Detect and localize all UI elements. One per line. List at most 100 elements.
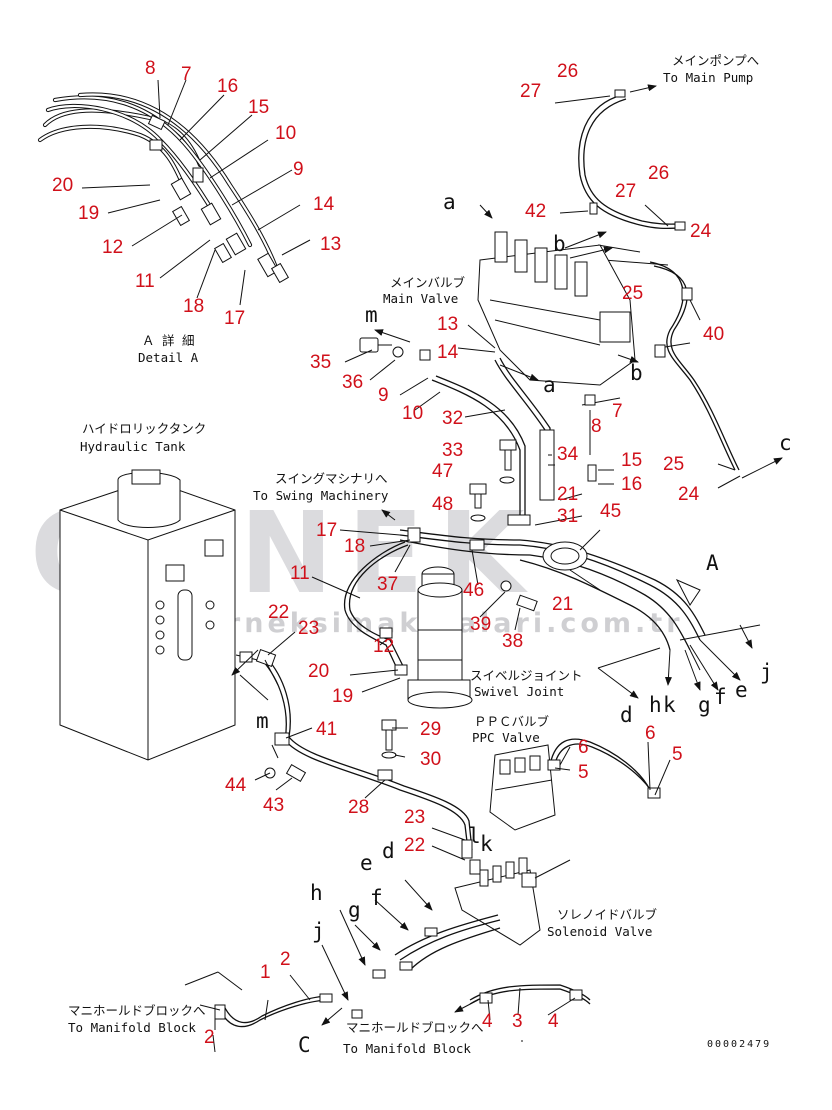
callout: 17: [316, 520, 337, 541]
label-manifold-jp-left: マニホールドブロックへ: [68, 1003, 206, 1018]
callout: 34: [557, 444, 579, 465]
callout: 41: [316, 719, 337, 740]
port-letter: m: [256, 709, 269, 733]
callout: 31: [557, 506, 578, 527]
port-letter: f: [714, 685, 727, 709]
callout: 45: [600, 501, 621, 522]
callout: 30: [420, 749, 441, 770]
callout: 26: [557, 61, 578, 82]
ppc-valve: [489, 738, 661, 831]
port-letter: l: [468, 824, 481, 848]
label-swing-en: To Swing Machinery: [253, 488, 389, 503]
label-ppc-en: PPC Valve: [472, 730, 540, 745]
callout: 6: [645, 723, 656, 744]
port-letter: a: [443, 190, 456, 214]
main-valve: [477, 204, 639, 485]
callout: 6: [578, 737, 589, 758]
callout: 38: [502, 631, 523, 652]
label-main-pump-jp: メインポンプへ: [672, 53, 759, 68]
detail-a-drawing: [37, 79, 311, 306]
callout: 3: [512, 1011, 523, 1032]
callout: 7: [181, 64, 192, 85]
leader-lines: [214, 324, 671, 1030]
drawing-number: 00002479: [707, 1039, 771, 1050]
callout: 15: [621, 450, 642, 471]
label-detail-a-jp: Ａ 詳 細: [142, 333, 195, 348]
callout: 22: [404, 835, 425, 856]
callout: 5: [672, 744, 683, 765]
callout: 7: [612, 401, 623, 422]
label-detail-a-en: Detail A: [138, 350, 199, 365]
text-labels: Ａ 詳 細 Detail A メインポンプへ To Main Pump メインバ…: [68, 53, 771, 1056]
callout: 23: [298, 618, 319, 639]
label-tank-jp: ハイドロリックタンク: [82, 421, 206, 436]
callout: 10: [402, 403, 423, 424]
callout: 29: [420, 719, 441, 740]
label-swing-jp: スイングマシナリへ: [275, 471, 388, 486]
port-letter: a: [543, 373, 556, 397]
port-letter: g: [348, 898, 361, 922]
callout: 39: [470, 614, 491, 635]
callout: 27: [615, 181, 636, 202]
callout: 14: [437, 342, 459, 363]
port-letter: b: [553, 232, 566, 256]
callout: 24: [690, 221, 712, 242]
callout: 16: [217, 76, 238, 97]
centre-hoses: [344, 375, 761, 699]
callout: 47: [432, 461, 453, 482]
callout: 20: [308, 661, 329, 682]
port-letter: k: [480, 832, 493, 856]
label-manifold-en-left: To Manifold Block: [68, 1020, 196, 1035]
callout: 21: [552, 594, 573, 615]
label-swivel-en: Swivel Joint: [474, 684, 564, 699]
main-pump-hoses: [554, 84, 783, 489]
callout: 36: [342, 372, 363, 393]
callout: 46: [463, 580, 484, 601]
label-solenoid-jp: ソレノイドバルブ: [557, 907, 658, 922]
callout: 12: [373, 636, 394, 657]
port-letters: a b m a b c A j e f g h k d m l k e d h …: [256, 190, 792, 1057]
label-manifold-en-right: To Manifold Block: [343, 1041, 471, 1056]
port-letter: c: [779, 431, 792, 455]
callout: 4: [482, 1011, 493, 1032]
callout: 21: [557, 484, 578, 505]
callout: 24: [678, 484, 700, 505]
callout: 9: [378, 385, 389, 406]
callout: 37: [377, 574, 398, 595]
port-letter: h: [310, 881, 323, 905]
callout: 32: [442, 408, 463, 429]
callout: 26: [648, 163, 669, 184]
callout: 40: [703, 324, 724, 345]
label-main-valve-en: Main Valve: [383, 291, 458, 306]
port-letter: h: [649, 693, 662, 717]
callout: 4: [548, 1011, 559, 1032]
callout: 11: [290, 563, 310, 584]
hydraulic-tank: [59, 469, 269, 761]
callout: 11: [135, 271, 155, 292]
port-letter: j: [312, 919, 325, 943]
port-letter: f: [370, 886, 383, 910]
label-solenoid-en: Solenoid Valve: [547, 924, 652, 939]
callout: 13: [320, 234, 341, 255]
swivel-joint: [379, 566, 473, 709]
label-main-valve-jp: メインバルブ: [390, 275, 466, 290]
callout: 28: [348, 797, 369, 818]
callout: 20: [52, 175, 73, 196]
port-letter: e: [360, 851, 373, 875]
callout: 19: [332, 686, 353, 707]
port-letter: j: [760, 660, 773, 684]
callout: 5: [578, 762, 589, 783]
label-ppc-jp: ＰＰＣバルブ: [474, 714, 550, 729]
callout: 42: [525, 201, 546, 222]
callout: 17: [224, 308, 245, 329]
callout: 15: [248, 97, 269, 118]
callout-numbers: 8 7 16 15 10 9 20 19 14 12 13 11 18 17 2…: [52, 58, 724, 1048]
callout: 10: [275, 123, 296, 144]
callout: 19: [78, 203, 99, 224]
callout: 22: [268, 602, 289, 623]
callout: 27: [520, 81, 541, 102]
detail-a-marker: A: [706, 551, 719, 575]
callout: 12: [102, 237, 123, 258]
